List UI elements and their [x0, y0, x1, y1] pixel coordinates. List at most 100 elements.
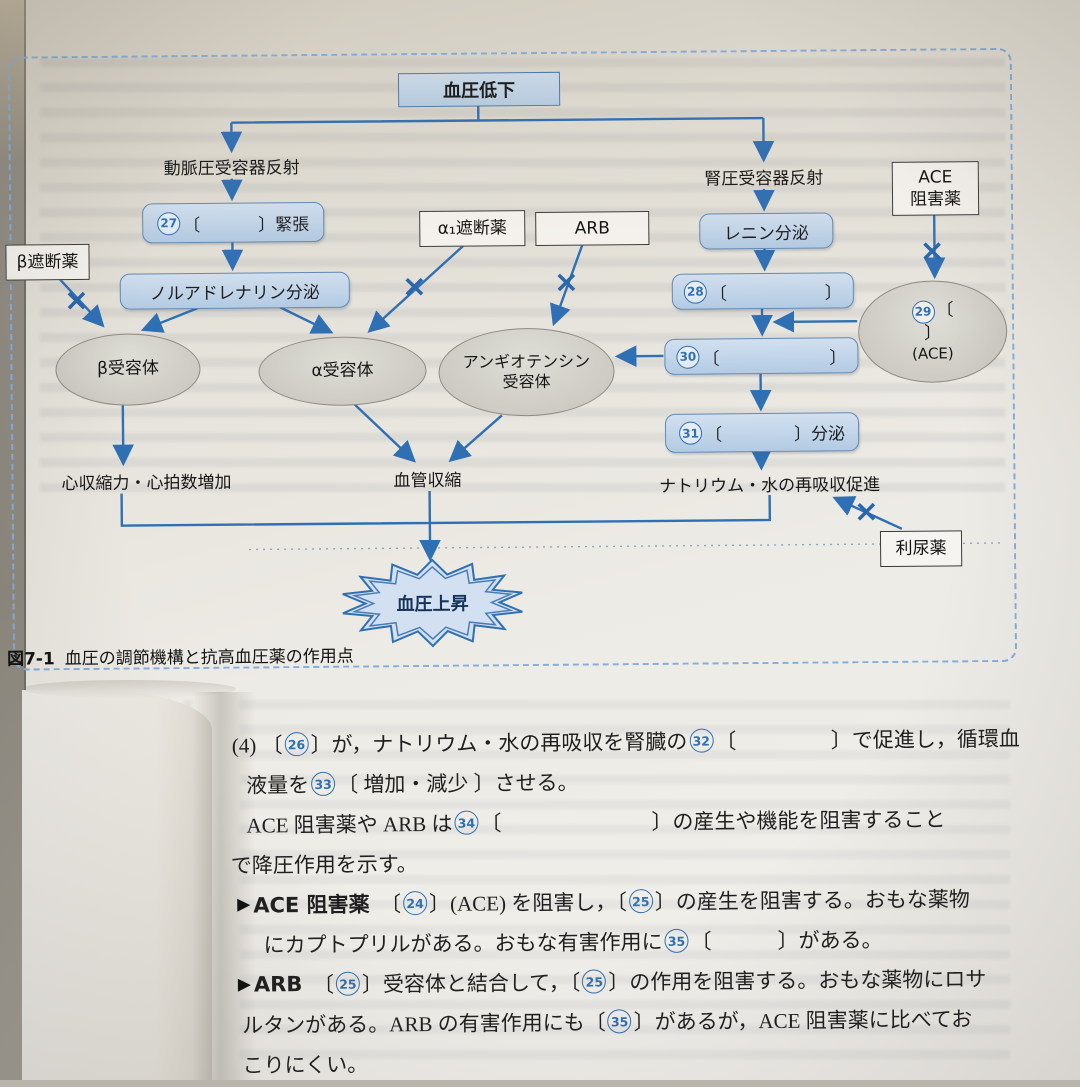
blank-gap [736, 739, 830, 740]
circled-32: 32 [689, 728, 713, 752]
heading-ace-inhibitor: ACE 阻害薬 [253, 889, 370, 920]
text-segment: 〔 増加・減少 〕させる。 [337, 767, 579, 799]
beta-blocker-label: β遮断薬 [17, 251, 79, 274]
node-alpha1-blocker: α₁遮断薬 [419, 210, 525, 247]
inhibition-x-ace-inhibitor-icon: × [919, 236, 944, 266]
text-segment: こりにくい。 [242, 1049, 368, 1080]
cardiac-text: 心収縮力・心拍数増加 [61, 473, 231, 494]
body-line-4: で降圧作用を示す。 [231, 838, 1021, 885]
angiotensin-receptor-line2: 受容体 [503, 372, 551, 392]
triangle-bullet-icon: ▶ [237, 895, 250, 915]
bracket-close: 〕 [924, 323, 941, 344]
circled-25: 25 [336, 972, 360, 996]
inhibition-x-arb-icon: × [554, 268, 579, 298]
circled-31: 31 [679, 422, 702, 445]
bracket-open: 〔 [702, 344, 719, 369]
bracket-open: 〔 [183, 210, 200, 235]
blank-gap [730, 291, 822, 292]
text-segment: ACE 阻害薬や ARB は [246, 808, 452, 840]
renal-reflex-text: 腎圧受容器反射 [704, 169, 823, 190]
text-segment: 〕受容体と結合して，〔 [362, 967, 581, 999]
text-segment: 〕がある。 [777, 924, 882, 955]
circled-35: 35 [664, 929, 688, 953]
body-line-9: こりにくい。 [232, 1038, 1022, 1085]
figure-number: 図7-1 [7, 644, 55, 669]
circled-26: 26 [284, 732, 308, 756]
diuretic-label: 利尿薬 [895, 537, 946, 560]
text-segment: 〕の産生や機能を阻害すること [651, 803, 945, 836]
heading-arb: ARB [254, 972, 303, 996]
bracket-close: 〕 [825, 278, 842, 303]
text-segment: で降圧作用を示す。 [231, 848, 418, 880]
bracket-open: 〔 [710, 279, 727, 304]
ace-inhibitor-line1: ACE [918, 166, 952, 188]
arb-label: ARB [575, 217, 610, 239]
node-ace-inhibitor: ACE 阻害薬 [892, 161, 979, 216]
text-segment: 液量を [246, 769, 309, 800]
node-bp-increase: 血圧上昇 [362, 588, 502, 617]
text-segment: 〔 [480, 807, 501, 837]
text-segment: 〕の作用を阻害する。おもな薬物にロサ [608, 963, 986, 996]
bracket-close: 〕緊張 [258, 210, 309, 235]
circled-35: 35 [608, 1009, 632, 1033]
body-line-8: ルタンがある。ARB の有害作用にも〔35〕があるが，ACE 阻害薬に比べてお [232, 998, 1022, 1045]
circled-25: 25 [629, 889, 653, 913]
text-segment: にカプトプリルがある。おもな有害作用に [263, 926, 662, 959]
text-segment: 〔 [715, 725, 736, 755]
text-segment: 〔 [690, 926, 711, 956]
figure-title: 血圧の調節機構と抗高血圧薬の作用点 [65, 642, 354, 670]
ace-abbrev: (ACE) [912, 344, 954, 363]
ace-inhibitor-line2: 阻害薬 [910, 188, 961, 211]
body-line-5: ▶ACE 阻害薬 〔24〕(ACE) を阻害し，〔25〕の産生を阻害する。おもな… [231, 878, 1021, 925]
label-vasoconstriction: 血管収縮 [373, 466, 481, 492]
inhibition-x-beta-blocker-icon: × [64, 286, 89, 316]
label-renal-baroreceptor-reflex: 腎圧受容器反射 [679, 163, 849, 189]
text-segment: 〕が，ナトリウム・水の再吸収を腎臓の [310, 726, 687, 759]
text-segment: (4) 〔 [232, 729, 283, 759]
circled-25: 25 [582, 969, 606, 993]
figure-7-1-diagram: 血圧低下 動脈圧受容器反射 腎圧受容器反射 ACE 阻害薬 27 〔 〕緊張 α… [8, 48, 1017, 671]
text-segment: 〕(ACE) を阻害し，〔 [429, 886, 627, 918]
body-line-7: ▶ARB 〔25〕受容体と結合して，〔25〕の作用を阻害する。おもな薬物にロサ [232, 958, 1022, 1005]
blank-gap [722, 355, 826, 356]
blank-gap [501, 821, 651, 822]
node-27-sympathetic-tone: 27 〔 〕緊張 [142, 202, 324, 244]
node-renin-secretion: レニン分泌 [699, 212, 833, 249]
beta-receptor-label: β受容体 [97, 359, 159, 381]
node-28-angiotensinogen: 28 〔 〕 [672, 272, 854, 310]
node-noradrenaline-secretion: ノルアドレナリン分泌 [120, 272, 350, 310]
alpha-receptor-label: α受容体 [311, 360, 373, 382]
blank-gap [725, 432, 791, 433]
label-cardiac-output-increase: 心収縮力・心拍数増加 [41, 468, 251, 495]
text-segment: 〕で促進し，循環血 [831, 723, 1020, 755]
text-segment: 〔 [302, 969, 334, 999]
vasoconstriction-text: 血管収縮 [393, 471, 461, 492]
circled-29: 29 [911, 300, 934, 323]
text-segment: 〕の産生を阻害する。おもな薬物 [655, 883, 970, 916]
circled-34: 34 [454, 811, 478, 835]
node-31-aldosterone-secretion: 31 〔 〕分泌 [665, 412, 859, 453]
triangle-bullet-icon: ▶ [238, 975, 251, 995]
angiotensin-receptor-line1: アンギオテンシン [463, 352, 591, 373]
arterial-reflex-text: 動脈圧受容器反射 [164, 158, 300, 179]
node-bp-decrease: 血圧低下 [398, 72, 560, 107]
inhibition-x-alpha1-blocker-icon: × [402, 272, 427, 302]
blank-gap [712, 940, 778, 941]
label-arterial-baroreceptor-reflex: 動脈圧受容器反射 [139, 153, 325, 180]
text-segment: 〔 [369, 888, 401, 918]
bracket-close: 〕分泌 [794, 419, 845, 444]
circled-28: 28 [684, 280, 707, 303]
node-bp-decrease-label: 血圧低下 [443, 76, 515, 103]
circled-27: 27 [157, 212, 180, 235]
alpha1-blocker-label: α₁遮断薬 [438, 217, 507, 240]
text-segment: 〕があるが，ACE 阻害薬に比べてお [634, 1003, 973, 1036]
bracket-open: 〔 [705, 420, 722, 445]
bracket-close: 〕 [829, 343, 846, 368]
